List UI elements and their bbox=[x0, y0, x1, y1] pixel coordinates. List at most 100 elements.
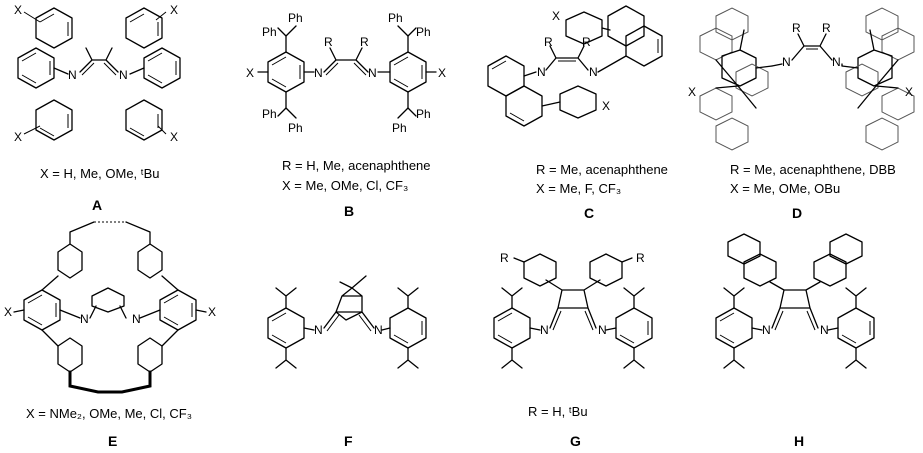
g-label: G bbox=[570, 433, 581, 449]
c-upper-aryl-ring bbox=[565, 11, 603, 45]
b-atom-ph6: Ph bbox=[416, 25, 431, 39]
c-atom-r2: R bbox=[582, 35, 591, 49]
a-upper-left-aryl-ring bbox=[35, 7, 73, 49]
a-atom-x-upper-right: X bbox=[170, 3, 178, 17]
c-label: C bbox=[584, 205, 594, 221]
d-atom-x-right: X bbox=[905, 85, 913, 99]
h-atom-n2: N bbox=[820, 323, 829, 337]
h-atom-n1: N bbox=[762, 323, 771, 337]
a-caption-1: X = H, Me, OMe, ᵗBu bbox=[40, 166, 160, 181]
e-lower-left-phenylene bbox=[57, 337, 83, 373]
c-atom-x-top: X bbox=[552, 9, 560, 23]
e-atom-x-right: X bbox=[208, 305, 216, 319]
h-left-naphtho-ring-b bbox=[727, 233, 761, 265]
g-left-benzo-ring bbox=[523, 253, 557, 287]
g-atom-r1: R bbox=[500, 251, 509, 265]
c-atom-n2: N bbox=[589, 65, 598, 79]
structure-b: N N R R X X Ph Ph Ph Ph Ph Ph Ph Ph R = … bbox=[246, 11, 446, 219]
c-left-naphthyl-ring-b bbox=[505, 85, 543, 127]
f-right-aryl-ring bbox=[389, 307, 427, 349]
c-left-naphthyl-ring-a bbox=[487, 55, 525, 97]
e-upper-right-phenylene bbox=[137, 243, 163, 279]
f-left-aryl-ring bbox=[267, 307, 305, 349]
d-label: D bbox=[792, 205, 802, 221]
g-right-aryl-ring bbox=[615, 307, 653, 349]
c-right-naphthyl-ring-b bbox=[607, 5, 645, 47]
structure-d: N N R R X X R = Me, acenaphthene, DBB X … bbox=[688, 7, 915, 221]
c-caption-1: R = Me, acenaphthene bbox=[536, 162, 668, 177]
a-left-central-ring bbox=[17, 47, 55, 89]
c-atom-r1: R bbox=[544, 35, 553, 49]
e-atom-n2: N bbox=[132, 312, 141, 326]
g-atom-n1: N bbox=[540, 323, 549, 337]
d-atom-r1: R bbox=[792, 21, 801, 35]
a-lower-right-aryl-ring bbox=[125, 99, 163, 141]
f-label: F bbox=[344, 433, 353, 449]
b-atom-ph1: Ph bbox=[288, 11, 303, 25]
a-upper-right-aryl-ring bbox=[125, 7, 163, 49]
h-right-aryl-ring bbox=[837, 307, 875, 349]
b-atom-r2: R bbox=[360, 35, 369, 49]
b-atom-ph7: Ph bbox=[416, 107, 431, 121]
d-left-cluster bbox=[699, 7, 773, 151]
f-atom-n1: N bbox=[314, 323, 323, 337]
h-right-naphtho-ring-a bbox=[813, 253, 847, 287]
c-lower-aryl-ring bbox=[559, 85, 597, 119]
e-atom-x-left: X bbox=[4, 305, 12, 319]
b-atom-x-left: X bbox=[246, 66, 254, 80]
b-atom-ph8: Ph bbox=[392, 121, 407, 135]
h-label: H bbox=[794, 433, 804, 449]
a-label: A bbox=[92, 197, 102, 213]
e-lower-right-phenylene bbox=[137, 337, 163, 373]
b-atom-ph4: Ph bbox=[288, 121, 303, 135]
a-lower-left-aryl-ring bbox=[35, 99, 73, 141]
d-atom-x-left: X bbox=[688, 85, 696, 99]
g-caption-1: R = H, ᵗBu bbox=[528, 404, 588, 419]
structure-e: N N X X X = NMe₂, OMe, Me, Cl, CF₃ E bbox=[4, 221, 216, 449]
d-caption-1: R = Me, acenaphthene, DBB bbox=[730, 162, 896, 177]
d-atom-r2: R bbox=[822, 21, 831, 35]
h-left-aryl-ring bbox=[715, 307, 753, 349]
b-atom-ph3: Ph bbox=[262, 107, 277, 121]
g-atom-r2: R bbox=[636, 251, 645, 265]
a-right-central-ring bbox=[143, 47, 181, 89]
structure-f: N N F bbox=[267, 275, 427, 449]
g-atom-n2: N bbox=[598, 323, 607, 337]
structure-h: N N H bbox=[715, 233, 875, 449]
e-right-aryl-ring bbox=[159, 289, 197, 331]
b-label: B bbox=[344, 203, 354, 219]
e-upper-left-phenylene bbox=[57, 243, 83, 279]
a-atom-x-upper-left: X bbox=[14, 3, 22, 17]
d-atom-n1: N bbox=[782, 55, 791, 69]
a-atom-x-lower-left: X bbox=[14, 130, 22, 144]
b-left-aryl-ring bbox=[267, 51, 305, 93]
a-atom-n2: N bbox=[119, 68, 128, 82]
b-atom-ph5: Ph bbox=[388, 11, 403, 25]
b-atom-ph2: Ph bbox=[262, 25, 277, 39]
b-atom-n2: N bbox=[368, 66, 377, 80]
structure-a: N N X X X X X = H, Me, OMe, ᵗBu A bbox=[14, 3, 181, 213]
e-label: E bbox=[108, 433, 117, 449]
e-acenaphthene bbox=[91, 287, 125, 313]
e-atom-n1: N bbox=[80, 312, 89, 326]
e-left-aryl-ring bbox=[23, 289, 61, 331]
c-atom-x-bottom: X bbox=[602, 99, 610, 113]
d-right-cluster bbox=[841, 7, 915, 151]
structure-c: N N R R X X R = Me, acenaphthene X = Me,… bbox=[487, 5, 668, 221]
structure-g: N N R R R = H, ᵗBu G bbox=[493, 251, 653, 449]
a-atom-n1: N bbox=[68, 68, 77, 82]
d-caption-2: X = Me, OMe, OBu bbox=[730, 181, 840, 196]
e-caption-1: X = NMe₂, OMe, Me, Cl, CF₃ bbox=[26, 406, 192, 421]
h-right-naphtho-ring-b bbox=[829, 233, 863, 265]
d-atom-n2: N bbox=[832, 55, 841, 69]
g-left-aryl-ring bbox=[493, 307, 531, 349]
b-atom-x-right: X bbox=[438, 66, 446, 80]
b-caption-2: X = Me, OMe, Cl, CF₃ bbox=[282, 178, 408, 193]
b-caption-1: R = H, Me, acenaphthene bbox=[282, 158, 431, 173]
b-atom-n1: N bbox=[314, 66, 323, 80]
f-atom-n2: N bbox=[374, 323, 383, 337]
g-right-benzo-ring bbox=[589, 253, 623, 287]
c-caption-2: X = Me, F, CF₃ bbox=[536, 181, 621, 196]
h-left-naphtho-ring-a bbox=[743, 253, 777, 287]
